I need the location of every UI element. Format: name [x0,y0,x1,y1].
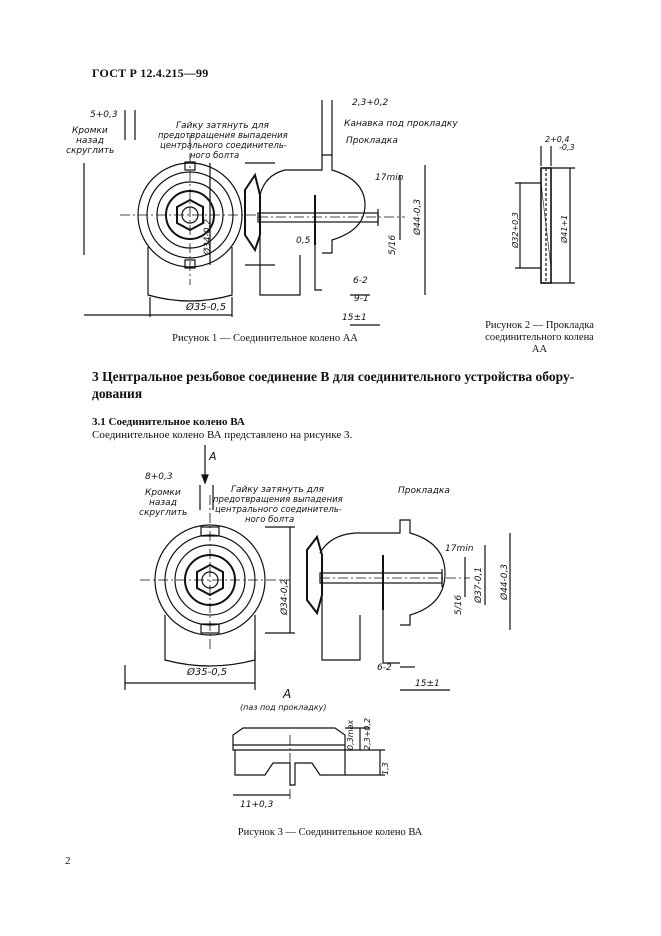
section-3-1-text: Соединительное колено ВА представлено на… [92,429,353,441]
fig1-dim-dia44: Ø44-0,3 [412,199,423,236]
figure-2-caption-line3: АА [531,344,548,355]
fig3-dim-dia37: Ø37-0,1 [473,567,484,604]
fig1-dim-depth: 2,3+0,2 [352,98,388,108]
fig1-edges-line1: Кромки [72,126,108,136]
fig1-gasket-label: Прокладка [346,136,398,146]
section-3-1-heading: 3.1 Соединительное колено ВА [92,416,245,428]
fig3-view-title: А [282,687,291,701]
fig3-dim-dia35: Ø35-0,5 [186,666,227,678]
fig3-dim-17: 17min [445,544,474,554]
fig3-dim-11: 11+0,3 [240,800,274,810]
fig3-nut-note-4: ного болта [245,515,294,525]
fig1-dim-05: 0,5 [296,236,311,246]
fig1-edges-line2: назад [76,136,104,146]
fig1-dim-thread: 5/16 [388,235,398,255]
section-3-heading: 3 Центральное резьбовое соединение B для… [92,369,575,401]
fig3-nut-note-1: Гайку затянуть для [231,485,325,495]
standard-code-header: ГОСТ Р 12.4.215—99 [92,66,209,80]
fig3-gasket-label: Прокладка [398,486,450,496]
fig1-edges-line3: скруглить [66,146,114,156]
figure-3-drawing: А 8+0,3 Кромки назад скруглить Ø35-0,5 Ø… [124,445,511,810]
figure-2-drawing: 2+0,4 -0,3 Ø32+0,3 Ø41+1 [510,135,575,284]
fig3-nut-note-2: предотвращения выпадения [213,495,343,505]
fig1-nut-note-3: центрального соединитель- [160,141,287,151]
fig3-nut-note-3: центрального соединитель- [215,505,342,515]
fig3-dim-thread: 5/16 [454,595,464,615]
fig1-dim-17: 17min [375,173,404,183]
fig1-dim-9: 9-1 [354,294,369,304]
fig1-dim-dia35: Ø35-0,5 [185,301,226,313]
fig1-nut-note-1: Гайку затянуть для [176,121,270,131]
page-number: 2 [65,855,71,867]
fig2-dim-thk: 2+0,4 [545,135,570,144]
fig3-dim-03: 0,3max [346,720,355,750]
fig1-groove-label: Канавка под прокладку [344,119,458,129]
fig1-nut-note-2: предотвращения выпадения [158,131,288,141]
fig3-dim-13: 1,3 [381,762,390,775]
figure-3-caption: Рисунок 3 — Соединительное колено ВА [237,827,423,838]
fig3-dim-23: 2,3+0,2 [363,718,372,750]
fig1-dim-dia34: Ø34-0,2 [202,219,213,256]
fig3-edges-line1: Кромки [145,488,181,498]
fig3-edges-line2: назад [149,498,177,508]
fig2-dim-outer: Ø41+1 [559,215,569,244]
fig2-dim-inner: Ø32+0,3 [510,212,520,249]
figure-2-caption: Рисунок 2 — Прокладка соединительного ко… [472,320,607,356]
fig3-view-mark: А [208,450,217,463]
fig1-dim-6: 6-2 [353,276,368,286]
figure-1-caption: Рисунок 1 — Соединительное колено АА [172,333,358,344]
figure-1-drawing: 5+0,3 Кромки назад скруглить Ø35-0,5 Ø34… [66,98,458,326]
figure-2-caption-line2: соединительного колена [485,332,594,343]
fig1-dim-top: 5+0,3 [90,110,118,120]
fig2-dim-thk2: -0,3 [559,143,575,152]
fig1-dim-15: 15±1 [342,313,367,323]
fig1-nut-note-4: ного болта [190,151,239,161]
fig3-dim-6: 6-2 [377,663,392,673]
figure-2-caption-line1: Рисунок 2 — Прокладка [485,320,594,331]
fig3-dim-dia34: Ø34-0,2 [279,579,290,616]
fig3-edges-line3: скруглить [139,508,187,518]
fig3-dim-top: 8+0,3 [145,472,173,482]
fig3-dim-15: 15±1 [415,679,440,689]
fig3-view-sub: (паз под прокладку) [240,703,327,712]
fig3-dim-dia44: Ø44-0,3 [499,564,510,601]
